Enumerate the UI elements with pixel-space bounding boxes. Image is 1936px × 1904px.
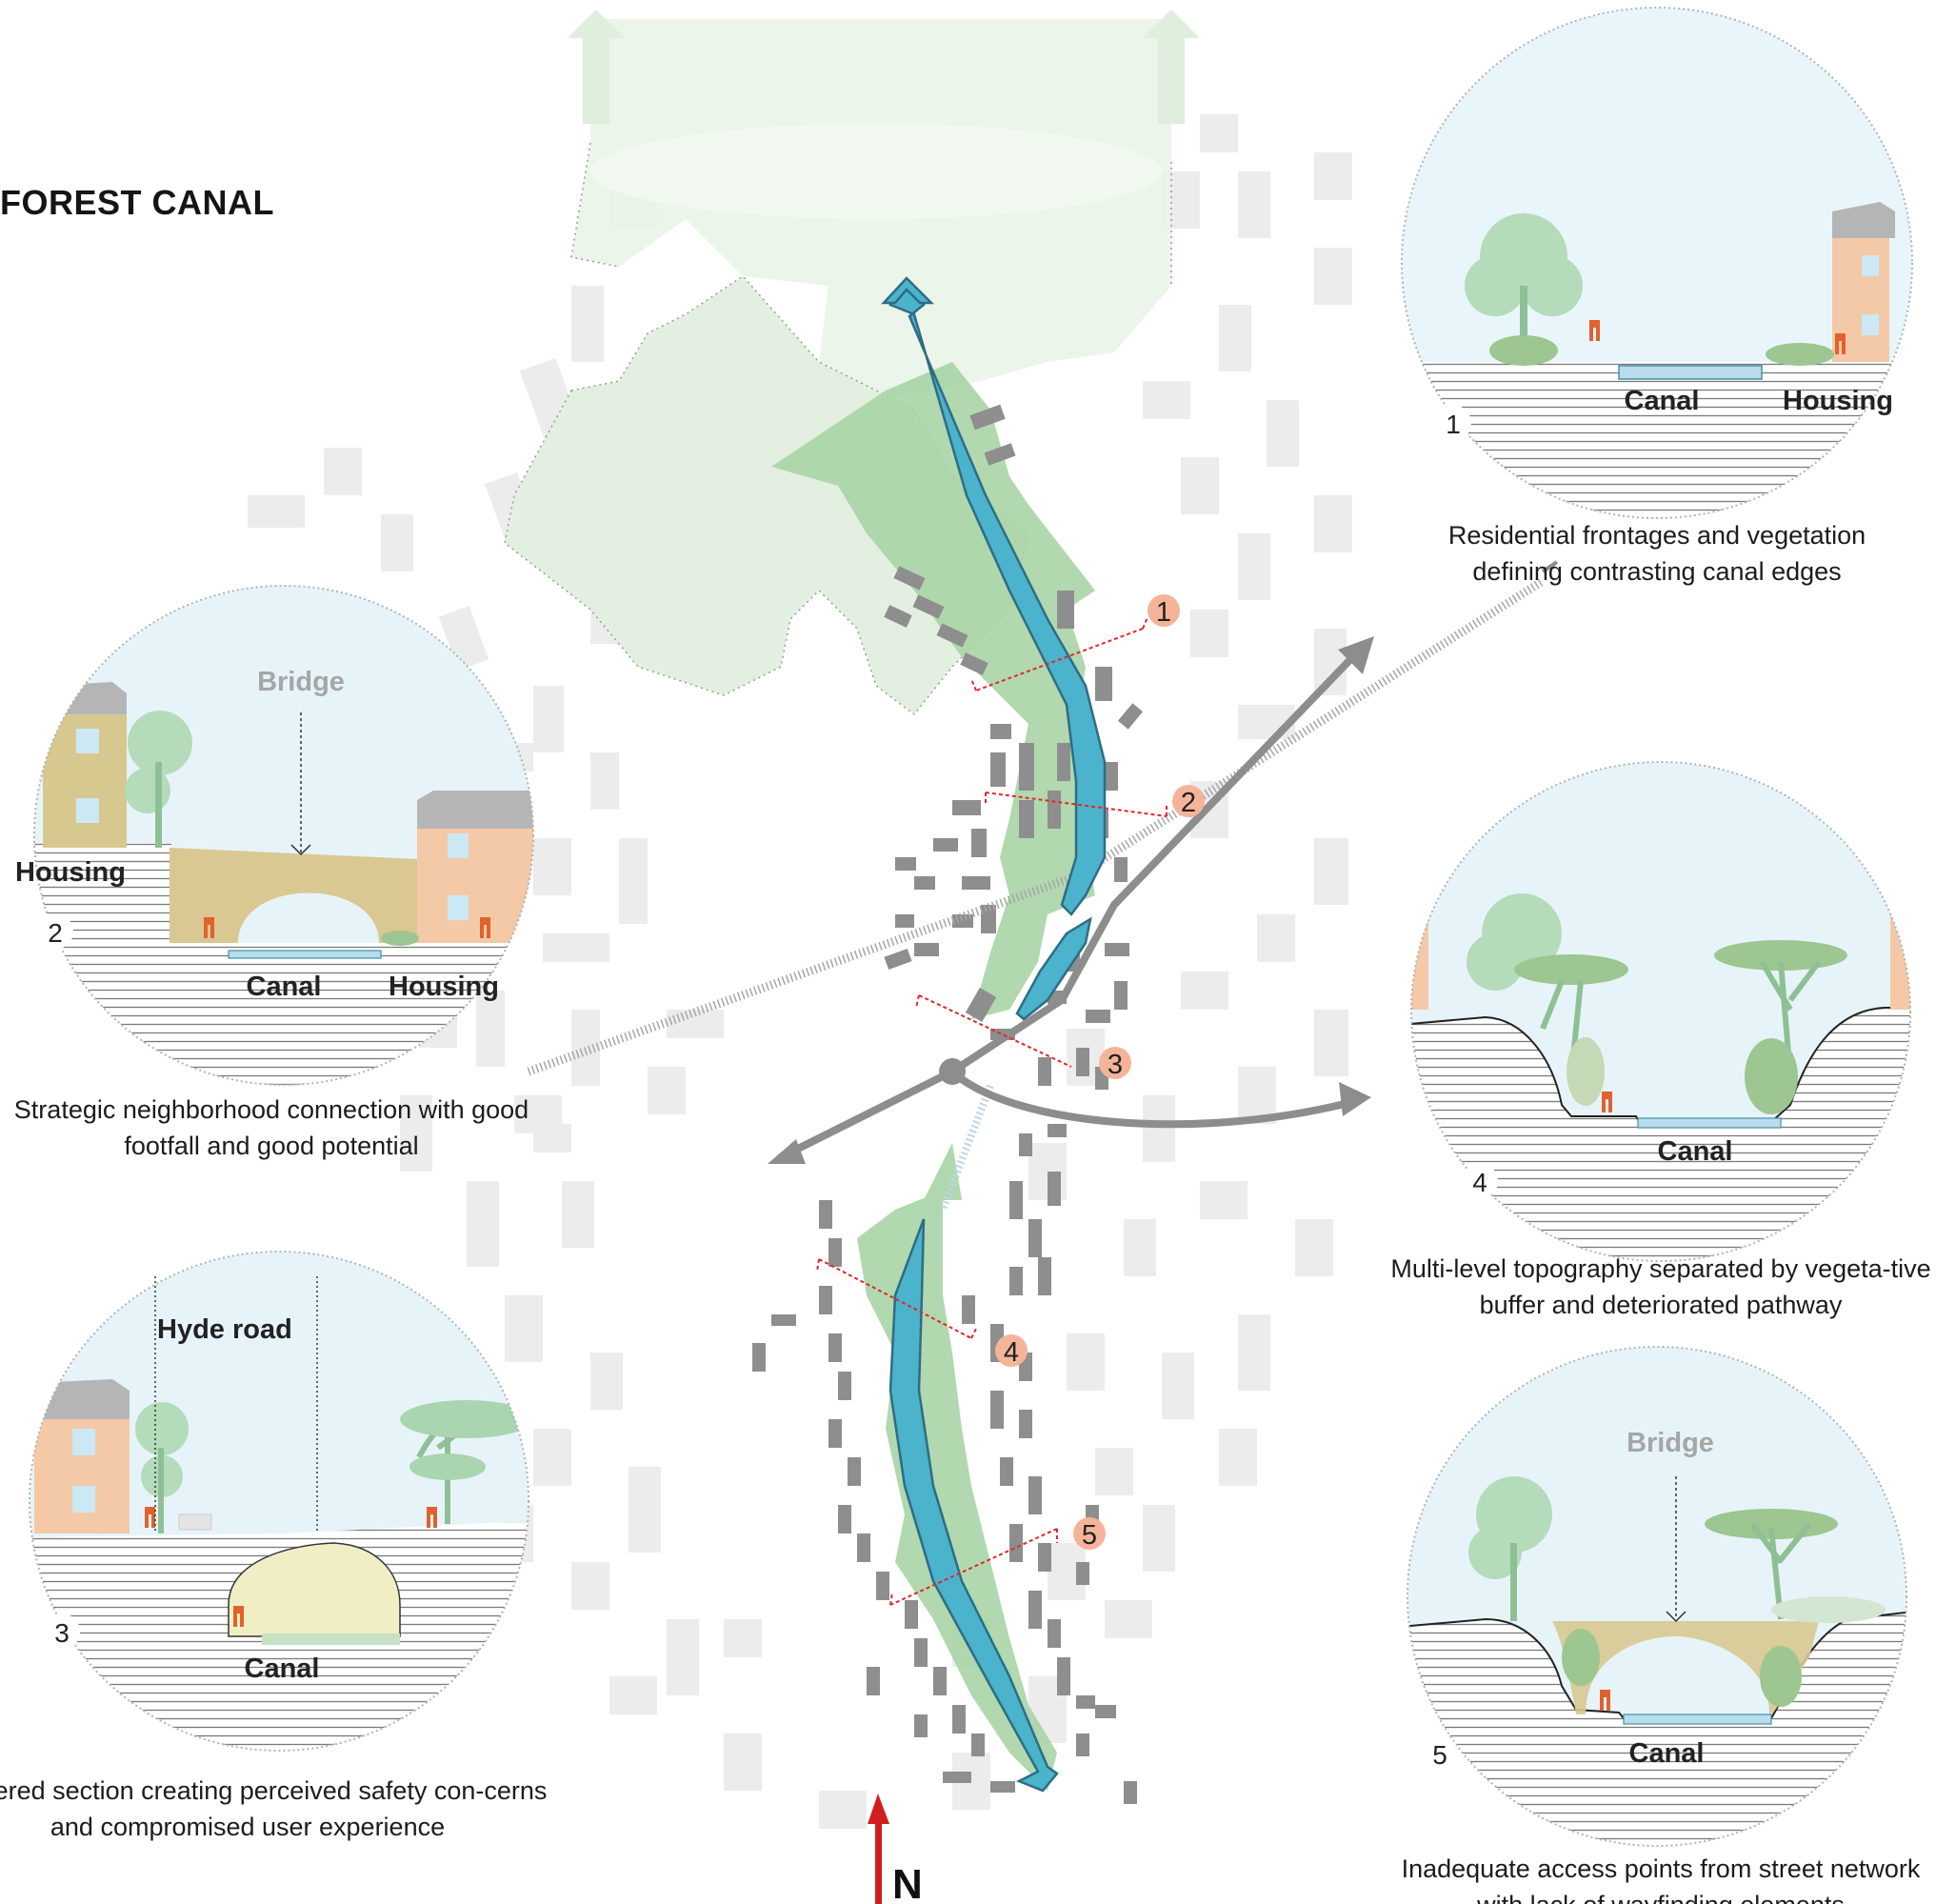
- svg-text:4: 4: [1472, 1168, 1487, 1197]
- north-open-space: [504, 19, 1172, 716]
- svg-text:Housing: Housing: [1783, 386, 1893, 416]
- svg-text:Canal: Canal: [245, 1653, 320, 1684]
- junction-node: [939, 1058, 966, 1085]
- background-buildings: [248, 114, 1352, 1829]
- connection-arrowheads: [768, 636, 1374, 1164]
- svg-text:Bridge: Bridge: [1627, 1428, 1714, 1458]
- section-4: Canal 4: [1410, 761, 1911, 1262]
- svg-text:Canal: Canal: [247, 972, 322, 1002]
- section-1-caption: Residential frontages and vegetation def…: [1447, 521, 1866, 586]
- page-title: FOREST CANAL: [0, 183, 274, 222]
- section-cut-lines: [816, 616, 1168, 1606]
- section-4-caption: Multi-level topography separated by vege…: [1390, 1254, 1931, 1319]
- section-3: Hyde road Canal 3: [29, 1251, 529, 1752]
- svg-text:2: 2: [1181, 788, 1196, 818]
- dotted-routes: [527, 577, 1546, 1212]
- svg-text:Housing: Housing: [15, 857, 126, 888]
- north-arrow: N: [868, 1794, 923, 1904]
- canal-buildings: [752, 404, 1144, 1804]
- svg-text:Canal: Canal: [1625, 386, 1700, 416]
- section-5: Bridge Canal 5: [1407, 1346, 1907, 1847]
- canal: [888, 279, 1107, 1793]
- section-2-caption: Strategic neighborhood connection with g…: [13, 1095, 529, 1160]
- marker-5: 5: [1073, 1517, 1106, 1551]
- svg-text:N: N: [892, 1861, 923, 1904]
- marker-3: 3: [1099, 1047, 1131, 1080]
- svg-text:4: 4: [1004, 1337, 1019, 1368]
- svg-text:2: 2: [48, 918, 63, 948]
- section-5-caption: Inadequate access points from street net…: [1401, 1854, 1921, 1904]
- svg-text:1: 1: [1446, 410, 1461, 439]
- faint-arrows: [568, 10, 1200, 124]
- section-markers: 1 2 3 4 5: [995, 594, 1205, 1551]
- svg-text:1: 1: [1156, 597, 1171, 628]
- section-2: Bridge Housing Canal Housing 2: [15, 585, 534, 1086]
- svg-text:Housing: Housing: [389, 972, 499, 1002]
- svg-text:3: 3: [1108, 1050, 1123, 1080]
- svg-text:Hyde road: Hyde road: [157, 1314, 292, 1345]
- section-1: Canal Housing 1: [1401, 7, 1913, 519]
- svg-text:Canal: Canal: [1658, 1136, 1733, 1167]
- svg-text:Bridge: Bridge: [257, 667, 345, 697]
- marker-1: 1: [1148, 594, 1180, 628]
- svg-text:5: 5: [1432, 1740, 1447, 1770]
- svg-text:3: 3: [54, 1618, 70, 1648]
- svg-text:Canal: Canal: [1629, 1738, 1705, 1769]
- section-3-caption: Covered section creating perceived safet…: [0, 1776, 548, 1841]
- marker-4: 4: [995, 1334, 1028, 1368]
- marker-2: 2: [1172, 785, 1205, 818]
- canal-north-arrowhead: [881, 276, 935, 305]
- svg-text:5: 5: [1082, 1520, 1097, 1551]
